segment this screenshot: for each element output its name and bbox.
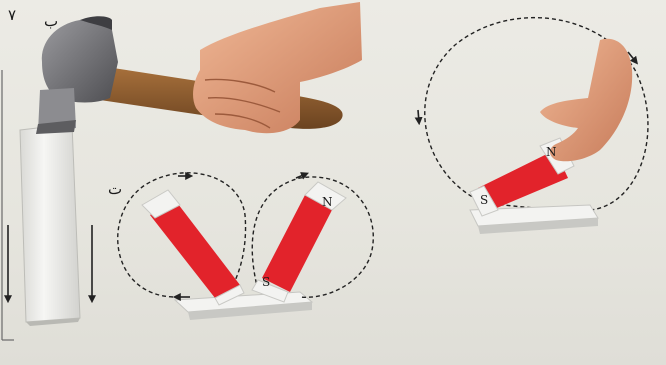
label-b: ب (44, 14, 58, 29)
magnet-left (142, 190, 244, 305)
field-arrow-big-left (418, 110, 419, 122)
label-n-right: N (546, 146, 557, 158)
figure-number: ۷ (8, 8, 16, 23)
vertical-bar (20, 124, 80, 326)
label-n-middle: N (322, 196, 333, 208)
label-t: ت (108, 182, 122, 197)
label-s-right: S (480, 194, 488, 206)
base-plate-middle (175, 292, 312, 320)
label-s-middle: S (262, 276, 270, 288)
